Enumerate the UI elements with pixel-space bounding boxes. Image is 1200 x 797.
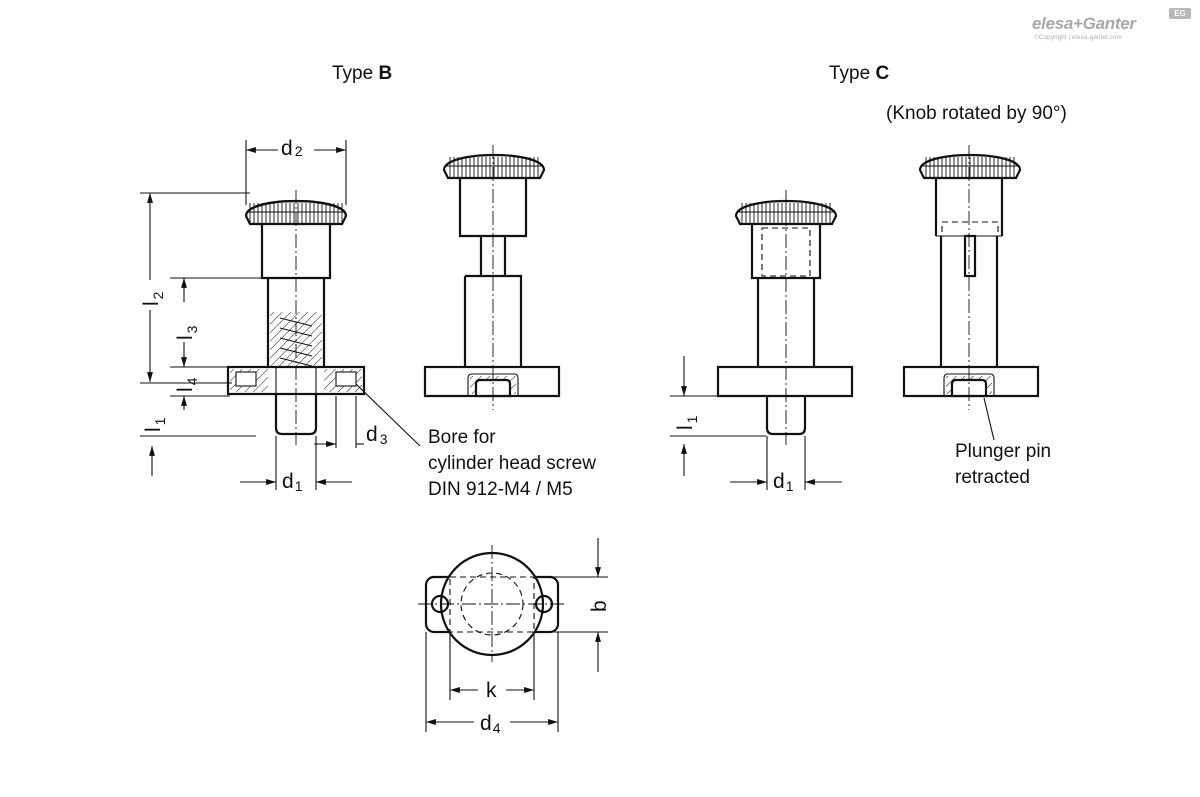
dim-d1-label-b: d1: [282, 470, 303, 494]
dim-d4-label: d4: [480, 712, 501, 736]
type-c-front-view: [716, 190, 854, 445]
type-b-section-view: [226, 190, 366, 445]
dimension-lines-c: [670, 356, 995, 490]
type-b-title: Type B: [332, 63, 392, 84]
knob-rotated-note: (Knob rotated by 90°): [886, 103, 1067, 124]
bore-note-line2: cylinder head screw: [428, 453, 596, 474]
logo-badge: EG: [1169, 8, 1191, 19]
dim-l3-label: l3: [174, 325, 200, 340]
dim-l1-label-b: l1: [142, 417, 168, 432]
plunger-note-line2: retracted: [955, 467, 1030, 488]
logo-brand: elesa+Ganter: [1032, 14, 1136, 33]
dimension-lines-top: [425, 538, 608, 732]
dim-l2-label: l2: [140, 291, 166, 306]
type-c-side-view: [902, 145, 1040, 410]
elesa-ganter-logo: elesa+Ganter ©Copyright | elesa-ganter.c…: [1032, 8, 1192, 44]
bore-note-line3: DIN 912-M4 / M5: [428, 479, 573, 500]
bore-note-line1: Bore for: [428, 427, 496, 448]
plunger-note-line1: Plunger pin: [955, 441, 1051, 462]
dim-b-label: b: [588, 600, 611, 612]
dimension-lines-b: [140, 140, 421, 490]
type-c-title: Type C: [829, 63, 889, 84]
logo-copyright: ©Copyright | elesa-ganter.com: [1034, 34, 1122, 41]
dim-l4-label: l4: [174, 377, 200, 392]
type-b-side-view: [423, 145, 561, 410]
dim-k-label: k: [486, 679, 497, 702]
dim-d1-label-c: d1: [773, 470, 794, 494]
dim-l1-label-c: l1: [674, 415, 700, 430]
top-view: [418, 545, 566, 662]
